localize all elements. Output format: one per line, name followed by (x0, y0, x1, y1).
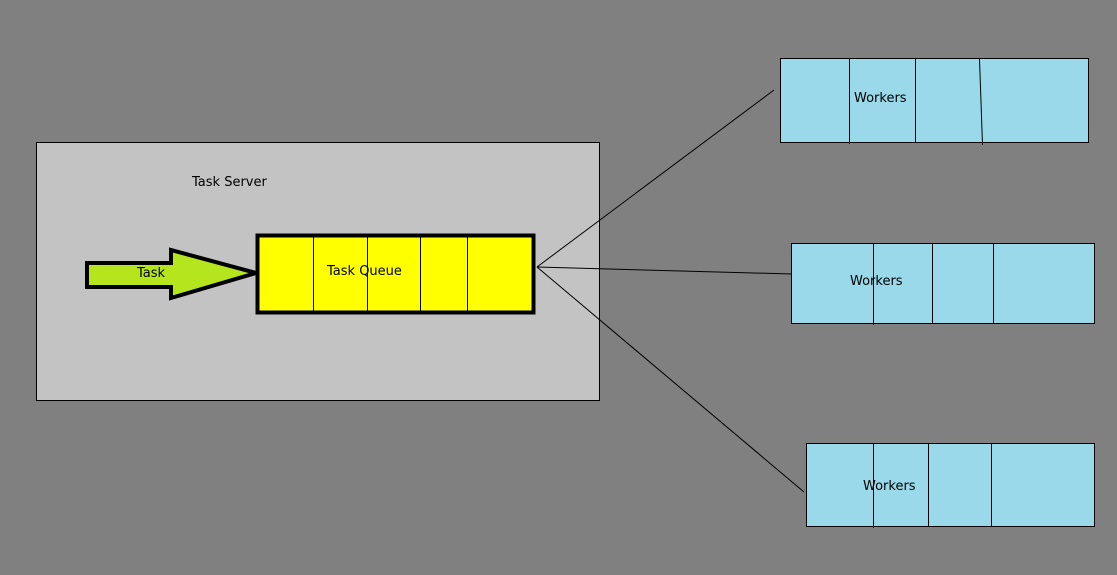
worker-label: Workers (863, 479, 916, 494)
worker-divider (979, 58, 983, 146)
worker-box (791, 243, 1095, 324)
task-queue-box (255, 233, 536, 315)
task-server-label: Task Server (191, 175, 267, 190)
worker-box (806, 443, 1095, 527)
task-arrow-shape (85, 247, 264, 301)
worker-label: Workers (850, 274, 903, 289)
worker-box (780, 58, 1089, 143)
worker-label: Workers (854, 91, 907, 106)
worker-group-1: Workers (780, 58, 1089, 146)
connector-to-worker-2 (536, 266, 793, 275)
queue-worker-connectors (536, 89, 805, 493)
task-arrow: Task (85, 247, 264, 301)
connector-to-worker-3 (536, 266, 805, 493)
task-arrow-label: Task (136, 266, 166, 281)
task-queue: Task Queue (255, 233, 536, 315)
worker-group-3: Workers (806, 443, 1095, 528)
worker-group-2: Workers (791, 243, 1095, 325)
task-queue-label: Task Queue (326, 264, 402, 279)
connector-to-worker-1 (536, 89, 775, 268)
